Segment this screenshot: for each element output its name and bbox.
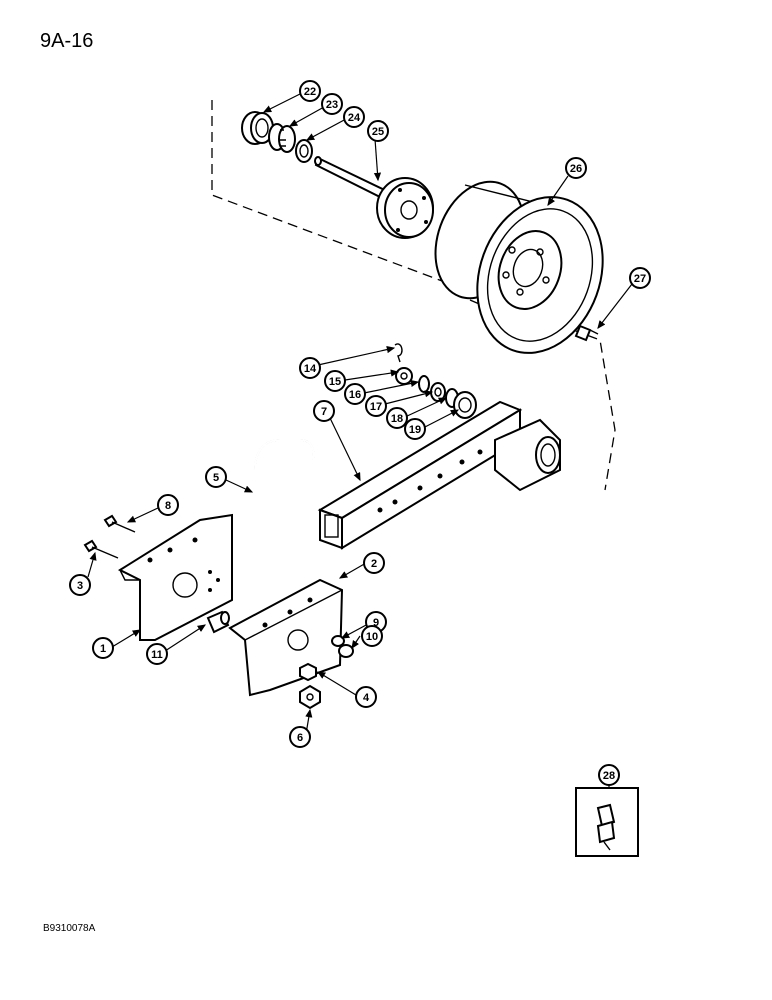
bolt-part-3 xyxy=(83,539,119,559)
spacer-part xyxy=(206,610,230,634)
callout-26: 26 xyxy=(565,157,587,179)
callout-17: 17 xyxy=(365,395,387,417)
svg-text:16: 16 xyxy=(349,389,361,401)
leader-lines xyxy=(87,92,633,788)
figure-code: B9310078A xyxy=(43,923,96,934)
callout-2: 2 xyxy=(363,552,385,574)
callout-11: 11 xyxy=(146,643,168,665)
callout-16: 16 xyxy=(344,383,366,405)
svg-text:6: 6 xyxy=(297,732,303,744)
cotter-pin-part xyxy=(394,343,403,363)
bearing-part-19 xyxy=(453,391,477,419)
bearing-cup-part xyxy=(241,111,274,145)
svg-text:1: 1 xyxy=(100,643,106,655)
svg-text:25: 25 xyxy=(372,126,384,138)
callout-14: 14 xyxy=(299,357,321,379)
wheel-rim-part xyxy=(434,180,604,354)
callout-27: 27 xyxy=(629,267,651,289)
callout-7: 7 xyxy=(313,400,335,422)
svg-text:17: 17 xyxy=(370,401,382,413)
svg-text:15: 15 xyxy=(329,376,341,388)
callout-22: 22 xyxy=(299,80,321,102)
svg-text:26: 26 xyxy=(570,163,582,175)
castle-nut-part xyxy=(395,367,413,385)
spindle-part xyxy=(314,156,434,239)
callout-4: 4 xyxy=(355,686,377,708)
callout-1: 1 xyxy=(92,637,114,659)
svg-text:28: 28 xyxy=(603,770,615,782)
svg-text:23: 23 xyxy=(326,99,338,111)
svg-text:9: 9 xyxy=(373,617,379,629)
callout-10: 10 xyxy=(361,625,383,647)
svg-text:22: 22 xyxy=(304,86,316,98)
grease-fitting-inset xyxy=(575,787,639,857)
seal-part xyxy=(295,139,313,163)
svg-text:18: 18 xyxy=(391,413,403,425)
callout-18: 18 xyxy=(386,407,408,429)
clamp-plate-part xyxy=(228,578,344,697)
bearing-cone-part xyxy=(268,123,296,153)
callout-25: 25 xyxy=(367,120,389,142)
svg-text:24: 24 xyxy=(348,112,361,124)
svg-text:19: 19 xyxy=(409,424,421,436)
svg-text:10: 10 xyxy=(366,631,378,643)
callout-19: 19 xyxy=(404,418,426,440)
callout-15: 15 xyxy=(324,370,346,392)
page-number: 9A-16 xyxy=(40,30,94,52)
mounting-plate-part xyxy=(117,513,233,641)
svg-text:7: 7 xyxy=(321,406,327,418)
callout-8: 8 xyxy=(157,494,179,516)
nut-part-10 xyxy=(338,644,354,658)
svg-text:8: 8 xyxy=(165,500,171,512)
bolt-part-8 xyxy=(103,514,136,533)
callout-24: 24 xyxy=(343,106,365,128)
washer-part xyxy=(418,375,430,393)
svg-text:2: 2 xyxy=(371,558,377,570)
callout-6: 6 xyxy=(289,726,311,748)
nut-part-6 xyxy=(299,684,321,710)
callout-3: 3 xyxy=(69,574,91,596)
svg-text:27: 27 xyxy=(634,273,646,285)
svg-text:11: 11 xyxy=(151,649,163,661)
u-bolt-part xyxy=(254,439,315,540)
svg-text:14: 14 xyxy=(304,363,317,375)
callout-23: 23 xyxy=(321,93,343,115)
svg-text:4: 4 xyxy=(363,692,370,704)
seal-part-17 xyxy=(430,382,446,402)
axle-arm-part xyxy=(317,400,561,550)
callout-28: 28 xyxy=(598,764,620,786)
wheel-bolt-part xyxy=(574,324,599,342)
nut-part-4 xyxy=(299,662,317,682)
callout-5: 5 xyxy=(205,466,227,488)
svg-text:3: 3 xyxy=(77,580,83,592)
svg-text:5: 5 xyxy=(213,472,219,484)
